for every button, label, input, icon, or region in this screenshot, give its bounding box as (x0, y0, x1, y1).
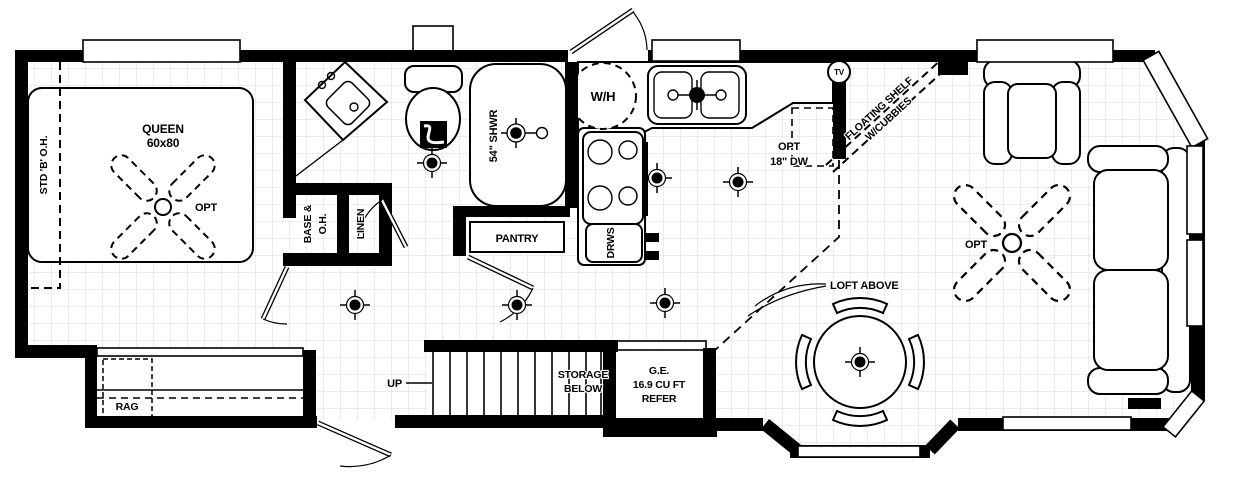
living-fan-opt-label: OPT (965, 239, 987, 251)
bathroom-door (357, 198, 409, 249)
exterior-door-top (569, 7, 648, 55)
tv-label: TV (834, 68, 845, 77)
pantry-label: PANTRY (496, 233, 540, 245)
shower-54in (469, 63, 567, 207)
base-cabinet-label-1: BASE & (302, 204, 314, 243)
living-window (976, 39, 1114, 63)
linen-label: LINEN (355, 209, 367, 240)
drawers-label: DRWS (605, 227, 617, 258)
right-window (1186, 239, 1204, 327)
faucet-icon (667, 80, 727, 110)
range-stove (577, 127, 659, 266)
bedroom-door (260, 265, 290, 325)
pantry-cabinet (469, 221, 565, 253)
base-cabinet-label-2: O.H. (317, 213, 329, 234)
refrigerator (605, 340, 707, 418)
sofa (1087, 145, 1191, 395)
kitchen-sink (647, 65, 747, 125)
bedroom-window (82, 39, 241, 63)
refrigerator-label-2: 16.9 CU FT (633, 379, 686, 391)
water-heater-label: W/H (591, 89, 616, 104)
bay-window (797, 445, 921, 458)
staircase (406, 352, 605, 415)
doors (260, 7, 648, 468)
corner-window (1142, 50, 1209, 149)
dishwasher-label-1: OPT (778, 141, 800, 153)
outlet-icon (645, 233, 659, 242)
bathroom-corner-vanity (295, 60, 389, 177)
refrigerator-label-3: REFER (642, 393, 677, 405)
up-label: UP (387, 378, 402, 390)
shower-label: 54" SHWR (488, 109, 500, 162)
wall-stub (1128, 398, 1161, 409)
armchair (983, 59, 1081, 165)
corner-window (1161, 389, 1206, 439)
bedroom-fan-opt-label: OPT (195, 202, 217, 214)
refrigerator-label-1: G.E. (649, 365, 669, 377)
windows (82, 39, 1209, 458)
rag-label: RAG (116, 401, 139, 413)
water-heater (569, 62, 637, 130)
overhead-label: STD 'B' O.H. (38, 135, 50, 194)
toilet (404, 25, 463, 151)
loft-label: LOFT ABOVE (830, 280, 898, 292)
drawers-box (585, 223, 643, 263)
storage-label-2: BELOW (564, 383, 602, 395)
outlet-icon (645, 251, 659, 260)
tv-icon (827, 60, 851, 84)
bed-label-2: 60x80 (147, 136, 180, 150)
rear-window (1002, 416, 1132, 431)
overhead-cabinet-dashed (28, 62, 61, 289)
storage-label-1: STORAGE (558, 369, 609, 381)
dishwasher-label-2: 18" DW (770, 156, 808, 168)
bed-label-1: QUEEN (142, 122, 184, 136)
right-window (1186, 145, 1204, 235)
wall-stub (938, 62, 968, 75)
loft-edge-dashed (712, 160, 840, 353)
exterior-door-bottom (316, 420, 393, 468)
dishwasher-dashed-outline (791, 107, 834, 167)
kitchen-window (651, 39, 741, 62)
